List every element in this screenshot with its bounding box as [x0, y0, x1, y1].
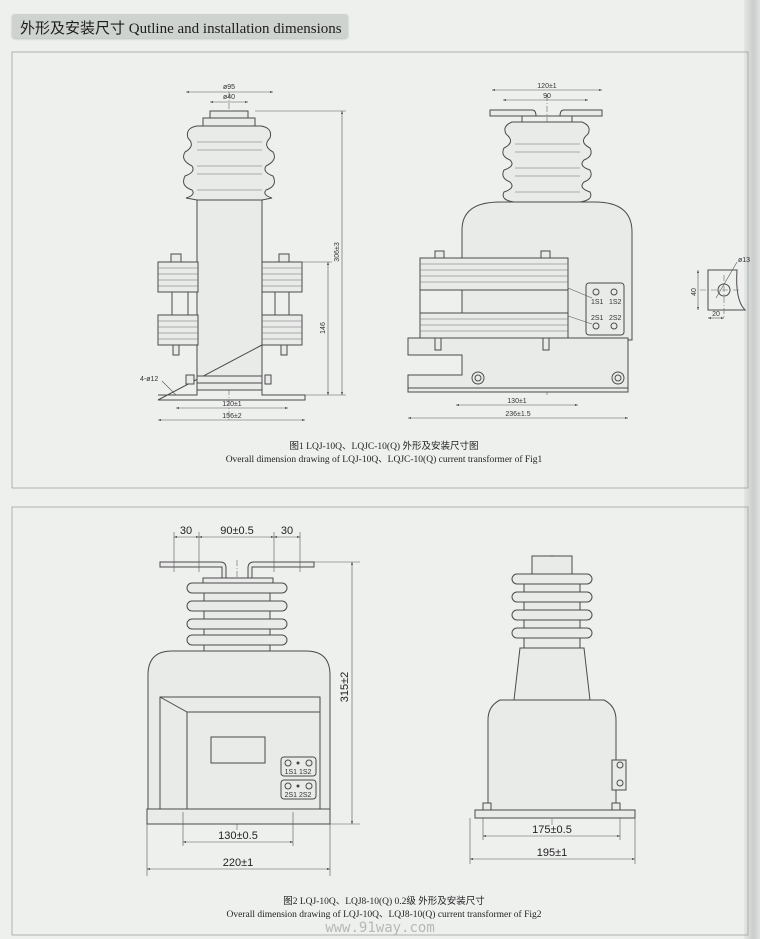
dim-side-holes: 130±1: [507, 398, 527, 405]
dim-side-base: 236±1.5: [505, 411, 530, 418]
dim-right-30: 30: [281, 525, 293, 537]
dim-base-220: 220±1: [223, 857, 254, 869]
fig1-side-view: 1S1 1S2 2S1 2S2 120±1 90 130±1 236±1.5: [407, 83, 633, 419]
dim-d40: ø40: [223, 94, 235, 101]
dim-top-width: 120±1: [537, 83, 557, 90]
terminal-2s2: 2S2: [609, 315, 622, 322]
fig2-panel: [11, 506, 749, 936]
section-header: 外形及安装尺寸 Qutline and installation dimensi…: [12, 14, 348, 38]
dim-d95: ø95: [223, 84, 235, 91]
terminal-1s1: 1S1: [591, 299, 604, 306]
dim-side-175: 175±0.5: [532, 824, 572, 836]
section-title: 外形及安装尺寸 Qutline and installation dimensi…: [20, 21, 342, 37]
dim-left-30: 30: [180, 525, 192, 537]
fig1-front-view: ø95 ø40 306±3 146 120±1 156±2 4-ø12: [140, 84, 346, 421]
fig1-panel: [11, 51, 749, 489]
dim-holes-130: 130±0.5: [218, 830, 258, 842]
dim-side-195: 195±1: [537, 847, 568, 859]
dim-detail-height: 40: [691, 288, 698, 296]
dim-mid-90: 90±0.5: [220, 525, 254, 537]
dim-height-coil: 146: [320, 322, 327, 334]
dim-holes: 4-ø12: [140, 376, 158, 383]
terminal-1s2: 1S2: [609, 299, 622, 306]
dim-hole-spacing: 120±1: [222, 401, 242, 408]
fig1-hole-detail: 40 20 ø13: [691, 257, 750, 319]
dim-base-width: 156±2: [222, 413, 242, 420]
watermark: www.91way.com: [325, 920, 435, 936]
dim-top-inner: 90: [543, 93, 551, 100]
fig2-caption-en: Overall dimension drawing of LQJ-10Q、LQJ…: [226, 909, 541, 920]
dim-height-total: 306±3: [334, 242, 341, 262]
terminal-2s1: 2S1: [591, 315, 604, 322]
fig2-caption-cn: 图2 LQJ-10Q、LQJ8-10(Q) 0.2级 外形及安装尺寸: [283, 895, 485, 907]
dim-height-315: 315±2: [339, 672, 351, 703]
fig2-terminal-1: 1S1 1S2: [285, 769, 312, 776]
fig2-front-view: 1S1 1S2 2S1 2S2 30 90±0.5 30 315±2 130±0…: [146, 525, 360, 876]
dim-detail-hole: ø13: [738, 257, 750, 264]
fig1-caption-cn: 图1 LQJ-10Q、LQJC-10(Q) 外形及安装尺寸图: [290, 440, 479, 452]
fig1-caption-en: Overall dimension drawing of LQJ-10Q、LQJ…: [226, 454, 543, 465]
dim-detail-width: 20: [712, 311, 720, 318]
fig2-side-view: 175±0.5 195±1: [469, 555, 636, 864]
fig2-terminal-2: 2S1 2S2: [285, 792, 312, 799]
